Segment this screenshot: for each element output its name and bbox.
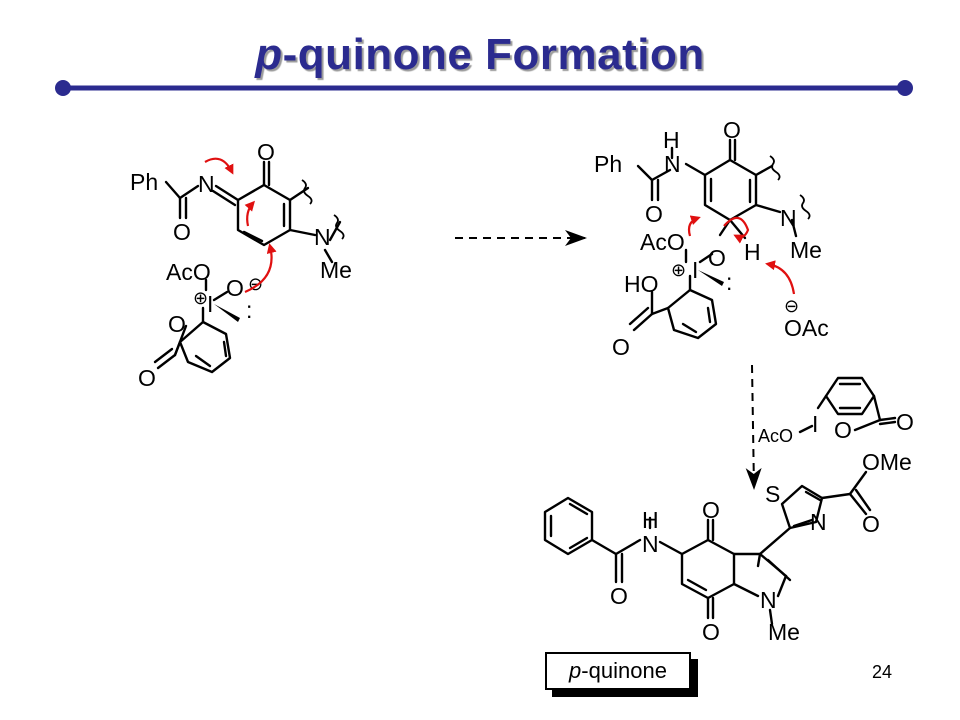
product-o-amide: O [610, 583, 628, 609]
product-bonds [543, 470, 872, 626]
product-o-top: O [702, 497, 720, 523]
right-ph: Ph [594, 151, 622, 177]
left-n-amine: N [314, 224, 331, 250]
product-label-box: p-quinone [545, 652, 691, 690]
right-structure: H N O Ph O N Me AcO O H HO ⊕ I : ⊖ OAc O [594, 117, 829, 360]
left-minus: ⊖ [248, 274, 263, 294]
left-o-ring: O [168, 311, 186, 337]
left-structure: Ph N O O N Me AcO O ⊕ ⊖ I O O : [130, 139, 352, 391]
left-me: Me [320, 257, 352, 283]
left-o-ketone: O [257, 139, 275, 165]
right-o-carbonyl: O [612, 334, 630, 360]
title-rule [55, 80, 913, 96]
right-h-bond: H [744, 239, 761, 265]
right-dots: : [726, 269, 732, 295]
left-n: N [198, 171, 215, 197]
reaction-arrow-2 [745, 364, 762, 490]
product-h: H [642, 507, 659, 533]
right-me: Me [790, 237, 822, 263]
product-label-italic: p [569, 658, 582, 683]
left-dots: : [246, 297, 252, 323]
byproduct-structure: AcO I O O [758, 376, 914, 446]
page-title: p-quinone Formation [0, 30, 960, 80]
right-labels: H N O Ph O N Me AcO O H HO ⊕ I : ⊖ OAc O [594, 117, 829, 360]
right-bonds [628, 138, 811, 340]
byproduct-o-ring: O [834, 417, 852, 443]
left-electron-arrows [204, 157, 277, 294]
page-number: 24 [872, 662, 893, 682]
byproduct-o-carbonyl: O [896, 409, 914, 435]
left-bonds [153, 160, 345, 374]
title-italic: p [255, 30, 283, 79]
right-plus: ⊕ [671, 260, 686, 280]
right-minus: ⊖ [784, 296, 799, 316]
right-electron-arrows [687, 215, 796, 295]
right-n-amine: N [780, 205, 797, 231]
right-oac: OAc [784, 315, 829, 341]
left-aco: AcO [166, 259, 211, 285]
left-iodine: I [207, 291, 213, 317]
title-rest: -quinone Formation [282, 30, 705, 79]
right-o-ketone: O [723, 117, 741, 143]
right-aco: AcO [640, 229, 685, 255]
product-s: S [765, 481, 780, 507]
product-o-bottom: O [702, 619, 720, 645]
product-o-ester: O [862, 511, 880, 537]
right-n: N [664, 151, 681, 177]
left-ph: Ph [130, 169, 158, 195]
product-label-rest: -quinone [581, 658, 667, 683]
left-plus: ⊕ [193, 288, 208, 308]
product-me: Me [768, 619, 800, 645]
right-ho: HO [624, 271, 659, 297]
right-o-ether: O [708, 245, 726, 271]
product-n-amide: N [642, 531, 659, 557]
left-o-minus: O [226, 275, 244, 301]
byproduct-iodine: I [812, 411, 818, 437]
product-ome: OMe [862, 449, 912, 475]
left-o-carbonyl: O [138, 365, 156, 391]
right-h-top: H [663, 127, 680, 153]
byproduct-aco: AcO [758, 426, 793, 446]
product-n-thiazole: N [810, 509, 827, 535]
left-o-amide: O [173, 219, 191, 245]
byproduct-labels: AcO I O O [758, 409, 914, 446]
product-n-indole: N [760, 587, 777, 613]
right-o-amide: O [645, 201, 663, 227]
product-labels: H N O O O N Me S N OMe O [610, 449, 912, 645]
product-structure: H N O O O N Me S N OMe O [543, 449, 912, 645]
left-labels: Ph N O O N Me AcO O ⊕ ⊖ I O O : [130, 139, 352, 391]
right-iodine: I [692, 257, 698, 283]
